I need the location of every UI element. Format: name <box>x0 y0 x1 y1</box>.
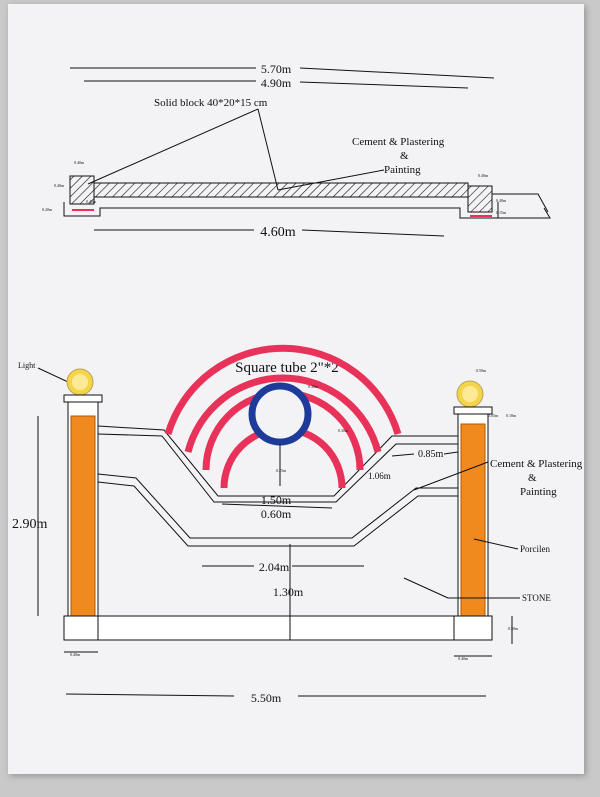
small-dim: 0.05m <box>488 413 499 418</box>
blueprint-drawing: 5.70m 4.90m Solid block 40*20*15 cm Ceme… <box>12 62 583 705</box>
small-dim: 0.25m <box>276 468 287 473</box>
top-finish-label-2: & <box>400 150 409 162</box>
drawing-sheet: 5.70m 4.90m Solid block 40*20*15 cm Ceme… <box>8 4 584 774</box>
small-dim: 0.40m <box>74 160 85 165</box>
small-dim: 0.20m <box>42 207 53 212</box>
dim-060: 0.60m <box>261 507 292 521</box>
arc-outer <box>164 344 402 436</box>
dim-130: 1.30m <box>273 585 304 599</box>
dim-150: 1.50m <box>261 493 292 507</box>
wall-plan <box>93 182 469 198</box>
porcelain-label: Porcilen <box>520 544 550 554</box>
leader-line <box>87 108 259 185</box>
right-pillar-porcelain <box>460 423 486 617</box>
right-pier-plan <box>467 185 493 213</box>
small-dim: 0.40m <box>496 198 507 203</box>
left-light-core <box>72 374 88 390</box>
dim-line <box>221 503 333 509</box>
leader-line <box>473 538 519 550</box>
small-dim: 0.30m <box>308 384 319 389</box>
elevation: Square tube 2"*2" Light <box>12 344 583 705</box>
top-rail-inner <box>97 433 458 503</box>
small-dim: 0.40m <box>54 183 65 188</box>
small-dim: 0.30m <box>338 428 349 433</box>
leader-line <box>413 461 489 491</box>
leader-line <box>403 577 449 599</box>
height-label: 2.90m <box>12 517 48 532</box>
leader-line <box>257 108 279 191</box>
small-dim: 0.50m <box>476 368 487 373</box>
top-finish-label-1: Cement & Plastering <box>352 136 445 148</box>
lower-rail <box>97 473 458 539</box>
elev-finish-label-3: Painting <box>520 486 557 498</box>
arc-2 <box>184 374 382 453</box>
dim-line <box>443 451 459 455</box>
dim-line <box>494 207 551 219</box>
dim-204: 2.04m <box>259 560 290 574</box>
leader-line <box>37 367 69 383</box>
dim-line <box>65 693 235 697</box>
light-label: Light <box>18 361 36 370</box>
center-ring <box>248 382 312 446</box>
lower-rail-inner <box>97 481 458 547</box>
dim-106: 1.06m <box>368 471 391 481</box>
small-dim: 0.40m <box>70 652 81 657</box>
small-dim: 0.10m <box>506 413 517 418</box>
block-label: Solid block 40*20*15 cm <box>154 97 268 109</box>
elev-finish-label-1: Cement & Plastering <box>490 458 583 470</box>
right-pillar-cap <box>453 406 493 415</box>
dim-line <box>301 229 445 237</box>
small-dim: 0.50m <box>508 626 519 631</box>
right-light-core <box>462 386 478 402</box>
dim-line <box>299 67 495 79</box>
elev-finish-label-2: & <box>528 472 537 484</box>
dim-line <box>492 193 549 213</box>
left-pier-plan <box>69 175 95 205</box>
tube-title: Square tube 2"*2" <box>235 360 345 376</box>
left-pillar-cap <box>63 394 103 403</box>
small-dim: 0.40m <box>86 199 97 204</box>
small-dim: 0.15m <box>496 210 507 215</box>
footing-outline <box>63 202 499 219</box>
dim-550: 5.50m <box>251 691 282 705</box>
dim-line <box>391 453 415 457</box>
left-pillar-porcelain <box>70 415 96 617</box>
top-finish-label-3: Painting <box>384 164 421 176</box>
dim-085: 0.85m <box>418 449 444 460</box>
top-rail <box>97 425 458 497</box>
dim-span-label: 4.60m <box>260 225 296 240</box>
dim-overall-label: 5.70m <box>261 62 292 76</box>
top-plan: 5.70m 4.90m Solid block 40*20*15 cm Ceme… <box>42 62 551 240</box>
dim-inner-label: 4.90m <box>261 76 292 90</box>
small-dim: 0.40m <box>478 173 489 178</box>
stone-label: STONE <box>522 593 551 603</box>
small-dim: 0.40m <box>458 656 469 661</box>
stone-base <box>63 615 493 641</box>
dim-line <box>299 81 469 89</box>
